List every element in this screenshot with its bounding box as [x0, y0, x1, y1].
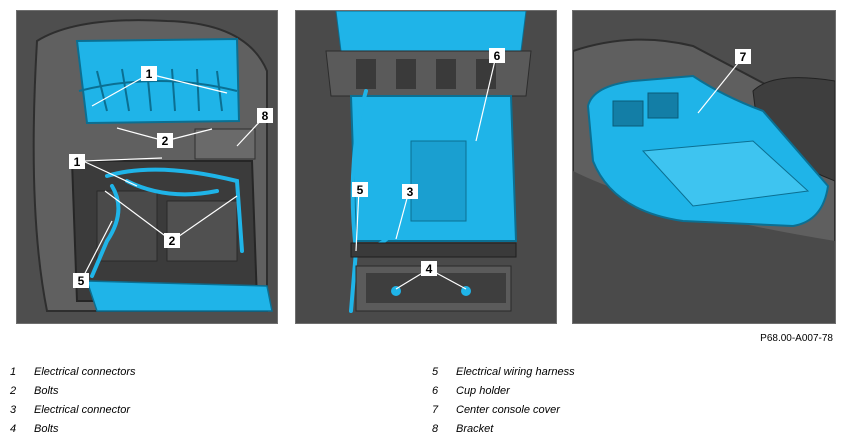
callout-2-upper: 2 [157, 133, 173, 148]
legend-label: Bolts [34, 423, 59, 435]
legend-label: Bolts [34, 385, 59, 397]
callout-4: 4 [421, 261, 437, 276]
svg-text:1: 1 [74, 155, 81, 169]
svg-text:2: 2 [169, 234, 176, 248]
svg-text:8: 8 [262, 109, 269, 123]
legend-item: 2 Bolts [10, 382, 136, 401]
callout-3: 3 [402, 184, 418, 199]
legend-label: Center console cover [456, 404, 560, 416]
callout-1-lower: 1 [69, 154, 85, 169]
legend-item: 4 Bolts [10, 420, 136, 439]
legend-label: Bracket [456, 423, 494, 435]
console-top-illustration: 6 5 3 4 [296, 11, 556, 323]
legend-item: 3 Electrical connector [10, 401, 136, 420]
svg-text:6: 6 [494, 49, 501, 63]
svg-text:7: 7 [740, 50, 747, 64]
svg-text:5: 5 [78, 274, 85, 288]
legend-item: 5 Electrical wiring harness [432, 363, 575, 382]
svg-text:5: 5 [357, 183, 364, 197]
legend-label: Cup holder [456, 385, 510, 397]
figure-panel-armrest: 1 2 8 1 2 5 [16, 10, 278, 324]
legend-number: 2 [10, 385, 17, 397]
figure-panel-console-cover: 7 [572, 10, 836, 324]
legend-item: 7 Center console cover [432, 401, 575, 420]
svg-text:3: 3 [407, 185, 414, 199]
svg-text:2: 2 [162, 134, 169, 148]
callout-5-left: 5 [73, 273, 89, 288]
svg-text:1: 1 [146, 67, 153, 81]
callout-5-middle: 5 [352, 182, 368, 197]
callout-2-lower: 2 [164, 233, 180, 248]
callout-8: 8 [257, 108, 273, 123]
legend-right-column: 5 Electrical wiring harness 6 Cup holder 7… [432, 363, 575, 439]
callout-6: 6 [489, 48, 505, 63]
legend-number: 1 [10, 366, 17, 378]
legend-number: 3 [10, 404, 17, 416]
legend-number: 6 [432, 385, 439, 397]
legend-number: 5 [432, 366, 439, 378]
console-cover-illustration: 7 [573, 11, 835, 323]
figure-panel-console-top: 6 5 3 4 [295, 10, 557, 324]
callout-1-upper: 1 [141, 66, 157, 81]
legend-label: Electrical wiring harness [456, 366, 575, 378]
callout-7: 7 [735, 49, 751, 64]
legend-label: Electrical connector [34, 404, 130, 416]
legend-number: 4 [10, 423, 17, 435]
legend-number: 7 [432, 404, 439, 416]
legend-item: 1 Electrical connectors [10, 363, 136, 382]
svg-text:4: 4 [426, 262, 433, 276]
figure-reference-code: P68.00-A007-78 [760, 333, 833, 344]
armrest-illustration: 1 2 8 1 2 5 [17, 11, 277, 323]
legend-item: 6 Cup holder [432, 382, 575, 401]
legend-label: Electrical connectors [34, 366, 136, 378]
legend-number: 8 [432, 423, 439, 435]
legend-item: 8 Bracket [432, 420, 575, 439]
